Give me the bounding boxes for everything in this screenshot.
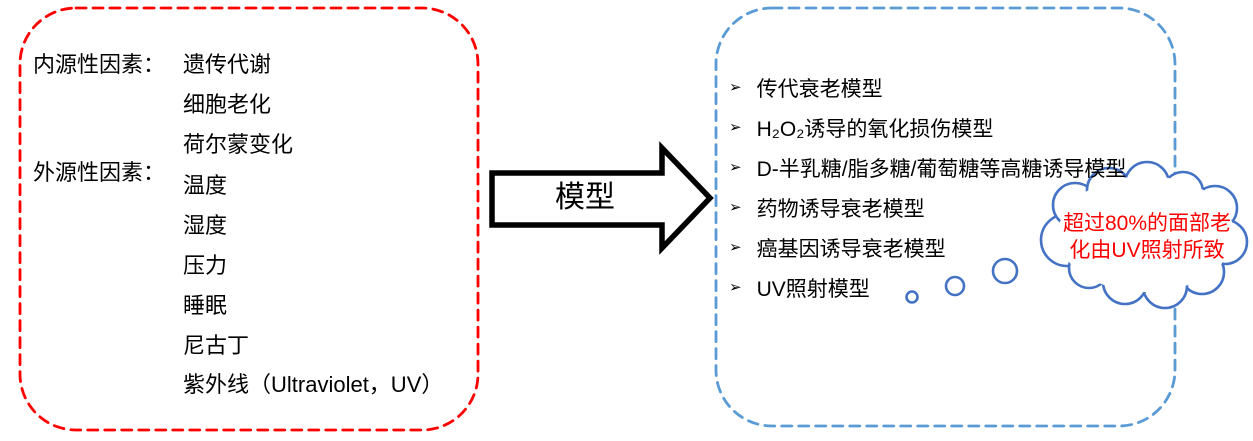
model-item-label: UV照射模型 (756, 278, 870, 301)
factor-item: 荷尔蒙变化 (183, 132, 294, 157)
extrinsic-factors-label: 外源性因素： (33, 160, 166, 185)
thought-bubble-medium-icon (944, 275, 966, 297)
arrow-bullet-icon: ➢ (729, 279, 742, 296)
model-item-label: 传代衰老模型 (756, 78, 883, 101)
thought-bubble-small-icon (905, 290, 919, 304)
arrow-bullet-icon: ➢ (729, 239, 742, 256)
cloud-text-line: 化由UV照射所致 (1069, 239, 1225, 262)
model-arrow (489, 141, 714, 255)
model-arrow-label: 模型 (555, 181, 615, 214)
factor-item: 紫外线（Ultraviolet，UV） (183, 372, 444, 397)
thought-bubble-large-icon (991, 257, 1019, 285)
factor-item: 温度 (183, 173, 228, 198)
arrow-bullet-icon: ➢ (729, 159, 742, 176)
factor-item: 睡眠 (183, 293, 228, 318)
list-item: ➢ UV照射模型 (729, 273, 870, 303)
factor-item: 细胞老化 (183, 92, 272, 117)
factor-item: 尼古丁 (183, 333, 250, 358)
factor-item: 湿度 (183, 213, 228, 238)
cloud-text-line: 超过80%的面部老 (1062, 212, 1232, 235)
arrow-bullet-icon: ➢ (729, 199, 742, 216)
intrinsic-extrinsic-factors-box (18, 6, 480, 432)
list-item: ➢ D-半乳糖/脂多糖/葡萄糖等高糖诱导模型 (729, 153, 1126, 183)
cloud-callout (1039, 160, 1249, 310)
arrow-bullet-icon: ➢ (729, 79, 742, 96)
factor-item: 遗传代谢 (183, 52, 272, 77)
arrow-bullet-icon: ➢ (729, 119, 742, 136)
list-item: ➢ H₂O₂诱导的氧化损伤模型 (729, 113, 993, 143)
model-item-label: 药物诱导衰老模型 (756, 198, 925, 221)
model-item-label: D-半乳糖/脂多糖/葡萄糖等高糖诱导模型 (756, 158, 1127, 181)
model-item-label: H₂O₂诱导的氧化损伤模型 (756, 118, 994, 141)
cloud-callout-text: 超过80%的面部老 化由UV照射所致 (1048, 210, 1246, 264)
list-item: ➢ 药物诱导衰老模型 (729, 193, 925, 223)
list-item: ➢ 癌基因诱导衰老模型 (729, 233, 946, 263)
factor-item: 压力 (183, 253, 228, 278)
model-item-label: 癌基因诱导衰老模型 (756, 238, 946, 261)
intrinsic-factors-label: 内源性因素： (33, 52, 166, 77)
list-item: ➢ 传代衰老模型 (729, 73, 883, 103)
